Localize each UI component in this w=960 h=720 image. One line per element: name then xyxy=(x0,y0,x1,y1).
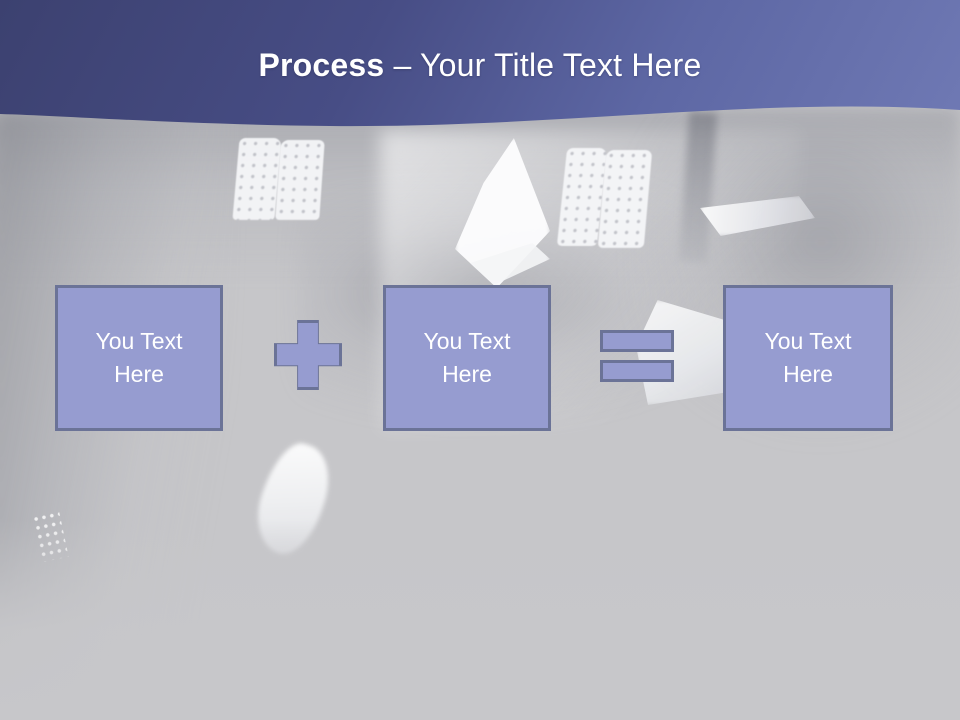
equals-icon-bar-bottom xyxy=(600,360,674,382)
page-title-strong: Process xyxy=(258,47,385,83)
photo-mesh-pad xyxy=(597,150,653,248)
equals-icon xyxy=(600,330,674,382)
process-box-3[interactable]: You Text Here xyxy=(723,285,893,431)
process-box-1[interactable]: You Text Here xyxy=(55,285,223,431)
equals-icon-bar-top xyxy=(600,330,674,352)
photo-mesh-pad xyxy=(232,138,282,220)
photo-mesh-pad xyxy=(275,140,325,220)
page-title-rest: – Your Title Text Here xyxy=(384,47,702,83)
plus-icon xyxy=(274,320,342,390)
photo-bottom-fade xyxy=(0,520,960,720)
plus-icon-fill xyxy=(277,323,339,387)
page-title: Process – Your Title Text Here xyxy=(0,45,960,85)
process-box-2[interactable]: You Text Here xyxy=(383,285,551,431)
